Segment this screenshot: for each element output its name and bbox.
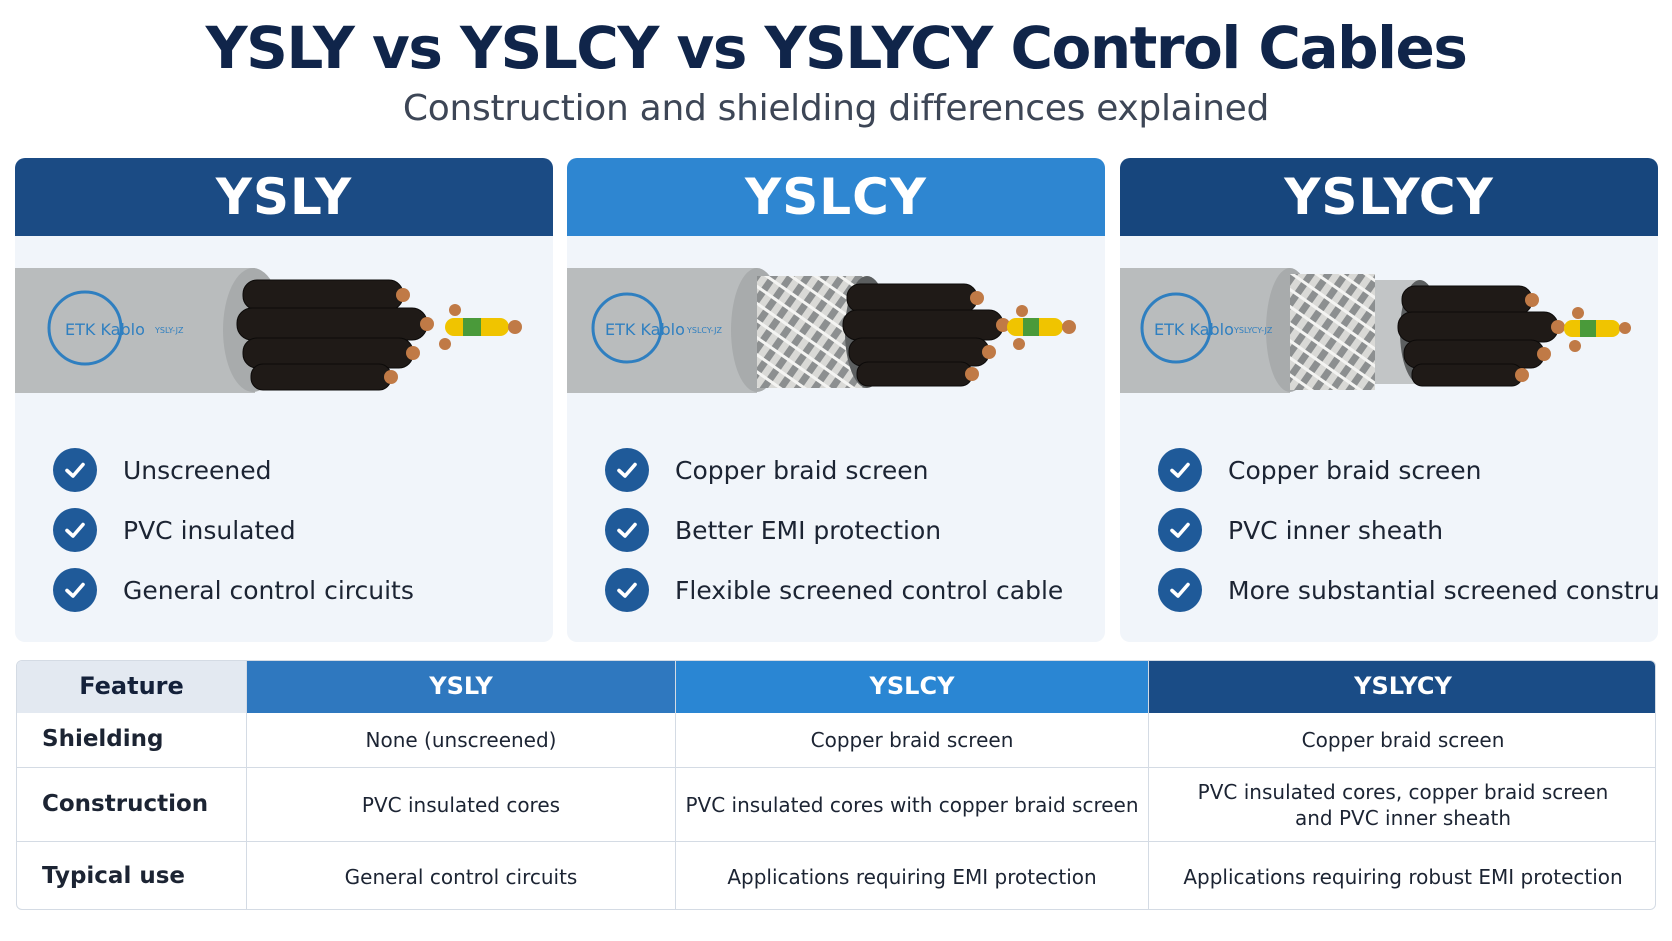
table-row: Typical use General control circuits App…	[17, 841, 1655, 909]
table-cell: Copper braid screen	[676, 713, 1149, 767]
feature-text: Copper braid screen	[675, 455, 929, 485]
feature-item: Copper braid screen	[1158, 440, 1648, 500]
feature-item: Copper braid screen	[605, 440, 1095, 500]
feature-item: General control circuits	[53, 560, 543, 620]
feature-text: General control circuits	[123, 575, 414, 605]
page-title: YSLY vs YSLCY vs YSLYCY Control Cables	[205, 14, 1468, 82]
table-row: Shielding None (unscreened) Copper braid…	[17, 713, 1655, 767]
feature-text: PVC insulated	[123, 515, 296, 545]
check-icon	[605, 448, 649, 492]
table-cell: None (unscreened)	[247, 713, 676, 767]
table-cell: PVC insulated cores	[247, 768, 676, 841]
check-icon	[53, 508, 97, 552]
card-header-yslcy: YSLCY	[567, 158, 1105, 236]
header-feature: Feature	[17, 661, 247, 713]
table-header-row: Feature YSLY YSLCY YSLYCY	[17, 661, 1655, 713]
check-icon	[53, 568, 97, 612]
yslycy-feature-list: Copper braid screen PVC inner sheath Mor…	[1158, 440, 1658, 620]
header-yslcy: YSLCY	[676, 661, 1149, 713]
yslcy-sheath-print: ETK Kablo	[605, 320, 685, 339]
ysly-sheath-print: ETK Kablo	[65, 320, 145, 339]
check-icon	[1158, 508, 1202, 552]
table-cell: General control circuits	[247, 842, 676, 909]
feature-text: Flexible screened control cable	[675, 575, 1064, 605]
ysly-feature-list: Unscreened PVC insulated General control…	[53, 440, 543, 620]
check-icon	[53, 448, 97, 492]
feature-text: PVC inner sheath	[1228, 515, 1444, 545]
table-cell: PVC insulated cores, copper braid screen…	[1197, 779, 1609, 830]
feature-item: Unscreened	[53, 440, 543, 500]
table-row: Construction PVC insulated cores PVC ins…	[17, 767, 1655, 841]
card-yslcy: YSLCY ETK Kablo YSLCY-JZ	[567, 158, 1105, 642]
yslcy-sheath-code: YSLCY-JZ	[686, 326, 722, 335]
yslycy-sheath-code: YSLYCY-JZ	[1233, 326, 1273, 335]
card-ysly: YSLY ETK Kablo YSLY-JZ Unscreened PVC in…	[15, 158, 553, 642]
ysly-sheath-code: YSLY-JZ	[154, 326, 184, 335]
row-label: Shielding	[17, 713, 247, 767]
card-header-yslycy: YSLYCY	[1120, 158, 1658, 236]
feature-text: Better EMI protection	[675, 515, 942, 545]
check-icon	[605, 508, 649, 552]
table-cell: Copper braid screen	[1301, 728, 1505, 752]
check-icon	[605, 568, 649, 612]
feature-item: More substantial screened construction	[1158, 560, 1658, 620]
feature-text: More substantial screened construction	[1228, 575, 1658, 605]
feature-text: Unscreened	[123, 455, 272, 485]
check-icon	[1158, 568, 1202, 612]
card-yslycy: YSLYCY ETK Kablo YSLYCY-JZ	[1120, 158, 1658, 642]
check-icon	[1158, 448, 1202, 492]
yslcy-cable-image: ETK Kablo YSLCY-JZ	[567, 268, 1076, 393]
row-label: Construction	[17, 768, 247, 841]
table-cell: Applications requiring robust EMI protec…	[1183, 864, 1623, 889]
feature-item: Flexible screened control cable	[605, 560, 1095, 620]
page-subtitle: Construction and shielding differences e…	[402, 88, 1270, 129]
feature-item: Better EMI protection	[605, 500, 1095, 560]
comparison-table: Feature YSLY YSLCY YSLYCY Shielding None…	[16, 660, 1656, 910]
ysly-cable-image: ETK Kablo YSLY-JZ	[15, 268, 522, 393]
table-cell: Applications requiring EMI protection	[676, 842, 1149, 909]
feature-item: PVC insulated	[53, 500, 543, 560]
row-label: Typical use	[17, 842, 247, 909]
yslcy-feature-list: Copper braid screen Better EMI protectio…	[605, 440, 1095, 620]
yslycy-cable-image: ETK Kablo YSLYCY-JZ	[1120, 268, 1631, 393]
feature-item: PVC inner sheath	[1158, 500, 1648, 560]
feature-text: Copper braid screen	[1228, 455, 1482, 485]
table-cell: PVC insulated cores with copper braid sc…	[676, 768, 1149, 841]
header-yslycy: YSLYCY	[1149, 661, 1655, 713]
yslycy-sheath-print: ETK Kablo	[1154, 320, 1234, 339]
card-header-ysly: YSLY	[15, 158, 553, 236]
header-ysly: YSLY	[247, 661, 676, 713]
